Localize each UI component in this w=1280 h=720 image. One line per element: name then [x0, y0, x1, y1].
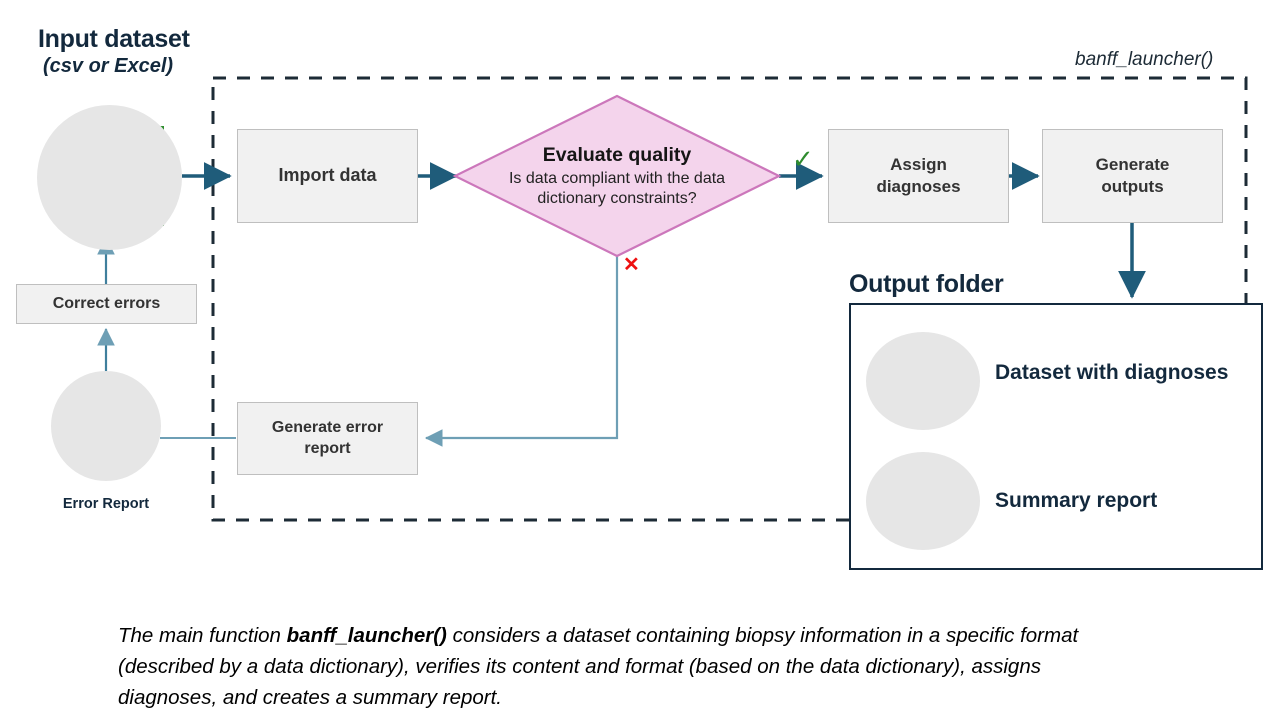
- connector-evaluate-no-to-error-report: [424, 249, 619, 447]
- assign-diagnoses-line1: Assign: [890, 155, 947, 175]
- input-dataset-subtitle: (csv or Excel): [43, 55, 174, 77]
- input-dataset-title: Input dataset: [38, 25, 190, 53]
- correct-errors-box[interactable]: Correct errors: [16, 284, 197, 324]
- output-item-label-summary: Summary report: [995, 489, 1158, 512]
- import-data-box[interactable]: Import data: [237, 129, 418, 223]
- figure-caption: The main function banff_launcher() consi…: [118, 620, 1108, 713]
- assign-diagnoses-line2: diagnoses: [876, 177, 961, 196]
- banff-launcher-container: [211, 76, 1248, 522]
- yes-check-icon: ✓: [792, 144, 814, 174]
- assign-diagnoses-box[interactable]: Assign diagnoses: [828, 129, 1009, 223]
- generate-error-line1: Generate error: [271, 419, 384, 437]
- caption-part2: considers a dataset containing biopsy in…: [118, 624, 1079, 710]
- generate-outputs-line1: Generate: [1095, 155, 1170, 175]
- caption-part1: The main function: [118, 624, 287, 647]
- caption-bold: banff_launcher(): [286, 624, 447, 647]
- input-dataset-circle: [37, 105, 182, 250]
- generate-error-line2: report: [304, 439, 351, 457]
- summary-report-circle: [866, 452, 980, 550]
- error-report-circle: [51, 371, 161, 481]
- generate-error-report-box[interactable]: Generate error report: [237, 402, 418, 475]
- output-folder-title: Output folder: [849, 270, 1004, 298]
- evaluate-quality-diamond[interactable]: [452, 94, 782, 258]
- generate-outputs-line2: outputs: [1101, 177, 1164, 196]
- generate-outputs-box[interactable]: Generate outputs: [1042, 129, 1223, 223]
- banff-launcher-label: banff_launcher(): [1075, 49, 1214, 70]
- output-item-label-dataset: Dataset with diagnoses: [995, 361, 1229, 384]
- error-report-label: Error Report: [62, 496, 150, 512]
- dataset-with-diagnoses-circle: [866, 332, 980, 430]
- no-cross-icon: ✕: [623, 254, 640, 276]
